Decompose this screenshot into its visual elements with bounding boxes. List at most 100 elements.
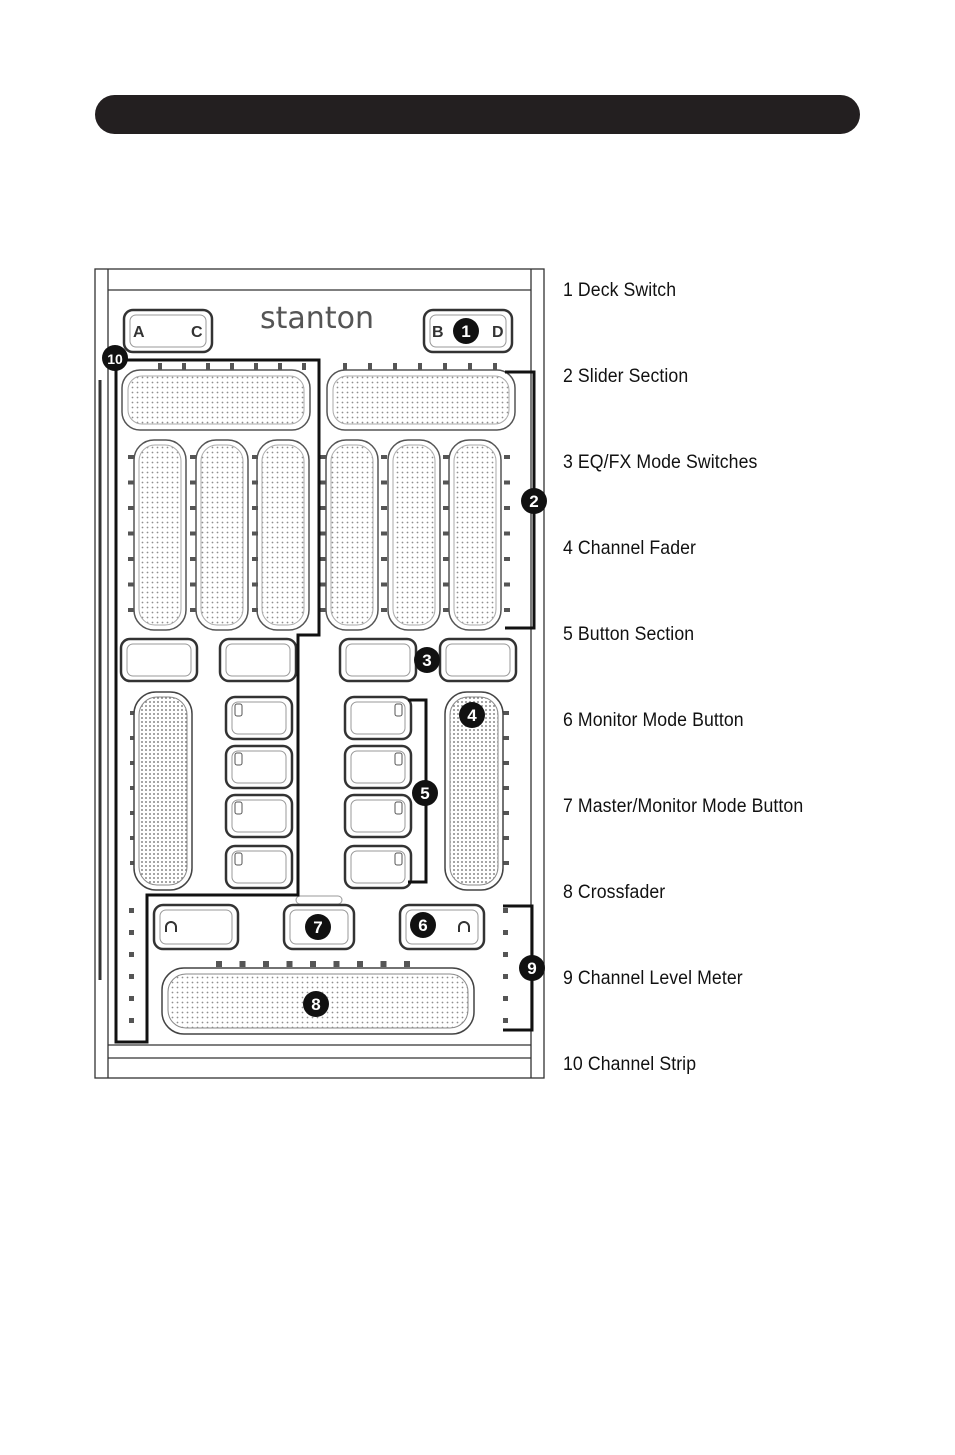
eq-slider-right-1[interactable] xyxy=(326,440,378,630)
led-tick xyxy=(252,506,258,510)
eq-sliders-right[interactable] xyxy=(326,440,501,630)
led-tick xyxy=(216,961,222,967)
svg-text:6: 6 xyxy=(418,916,427,935)
led-tick xyxy=(504,481,510,485)
led-tick xyxy=(504,506,510,510)
eq-slider-right-2[interactable] xyxy=(388,440,440,630)
monitor-button-left[interactable] xyxy=(154,905,238,949)
svg-text:9: 9 xyxy=(527,959,536,978)
eq-slider-left-1[interactable] xyxy=(134,440,186,630)
callout-9: 9 xyxy=(519,955,545,981)
led-tick xyxy=(381,506,387,510)
legend-item-channel-fader: 4 Channel Fader xyxy=(563,538,696,560)
led-tick xyxy=(381,455,387,459)
led-tick xyxy=(128,557,134,561)
deck-label-d: D xyxy=(492,324,504,341)
led-tick xyxy=(381,557,387,561)
led-tick xyxy=(128,455,134,459)
callout-1: 1 xyxy=(453,318,479,344)
meter-led xyxy=(129,974,134,979)
deck-label-c: C xyxy=(191,324,203,341)
led-tick xyxy=(381,481,387,485)
top-slider-right[interactable] xyxy=(327,370,515,430)
meter-led xyxy=(129,996,134,1001)
pad-button-right-2[interactable] xyxy=(345,746,411,788)
callout-4: 4 xyxy=(459,702,485,728)
callout-7: 7 xyxy=(305,914,331,940)
deck-label-b: B xyxy=(432,324,444,341)
led-tick xyxy=(504,583,510,587)
led-tick xyxy=(320,532,326,536)
led-tick xyxy=(443,506,449,510)
led-tick xyxy=(190,608,196,612)
led-tick xyxy=(503,861,509,865)
led-tick xyxy=(287,961,293,967)
mode-switches[interactable] xyxy=(121,639,516,681)
pad-button-right-4[interactable] xyxy=(345,846,411,888)
eq-slider-left-3[interactable] xyxy=(257,440,309,630)
led-tick xyxy=(404,961,410,967)
eq-fx-switch-3[interactable] xyxy=(340,639,416,681)
led-tick xyxy=(252,532,258,536)
led-tick xyxy=(128,583,134,587)
led-tick xyxy=(381,608,387,612)
led-tick xyxy=(190,506,196,510)
led-tick xyxy=(503,761,509,765)
led-tick xyxy=(190,557,196,561)
meter-led xyxy=(503,1018,508,1023)
led-tick xyxy=(493,363,497,370)
led-tick xyxy=(190,455,196,459)
led-tick xyxy=(128,532,134,536)
pad-button-left-4[interactable] xyxy=(226,846,292,888)
pad-button-left-1[interactable] xyxy=(226,697,292,739)
pad-button-right-1[interactable] xyxy=(345,697,411,739)
led-tick xyxy=(443,532,449,536)
pad-button-left-3[interactable] xyxy=(226,795,292,837)
led-tick xyxy=(302,363,306,370)
led-tick xyxy=(443,481,449,485)
eq-sliders-left[interactable] xyxy=(134,440,309,630)
eq-fx-switch-2[interactable] xyxy=(220,639,296,681)
led-tick xyxy=(320,583,326,587)
meter-led xyxy=(503,930,508,935)
led-tick xyxy=(334,961,340,967)
led-tick xyxy=(128,608,134,612)
led-tick xyxy=(368,363,372,370)
pad-button-left-2[interactable] xyxy=(226,746,292,788)
top-slider-left[interactable] xyxy=(122,370,310,430)
led-tick xyxy=(190,532,196,536)
led-tick xyxy=(503,736,509,740)
led-tick xyxy=(320,557,326,561)
led-tick xyxy=(393,363,397,370)
led-tick xyxy=(418,363,422,370)
channel-fader-left[interactable] xyxy=(134,692,192,890)
eq-fx-switch-1[interactable] xyxy=(121,639,197,681)
deck-label-a: A xyxy=(133,324,145,341)
led-tick xyxy=(230,363,234,370)
led-tick xyxy=(381,583,387,587)
meter-led xyxy=(503,952,508,957)
led-tick xyxy=(443,608,449,612)
eq-slider-left-2[interactable] xyxy=(196,440,248,630)
led-tick xyxy=(128,506,134,510)
meter-led xyxy=(503,908,508,913)
led-tick xyxy=(443,455,449,459)
eq-slider-right-3[interactable] xyxy=(449,440,501,630)
led-tick xyxy=(443,557,449,561)
legend-item-channel-strip: 10 Channel Strip xyxy=(563,1054,696,1076)
led-tick xyxy=(503,786,509,790)
led-tick xyxy=(158,363,162,370)
eq-fx-switch-4[interactable] xyxy=(440,639,516,681)
deck-switch-left[interactable]: A C xyxy=(124,310,212,352)
led-tick xyxy=(263,961,269,967)
led-tick xyxy=(206,363,210,370)
legend-item-button-section: 5 Button Section xyxy=(563,624,694,646)
meter-led xyxy=(503,996,508,1001)
legend-item-channel-level-meter: 9 Channel Level Meter xyxy=(563,968,743,990)
button-section[interactable] xyxy=(226,697,411,888)
callout-6: 6 xyxy=(410,912,436,938)
led-tick xyxy=(503,836,509,840)
pad-button-right-3[interactable] xyxy=(345,795,411,837)
legend-item-eq-fx-mode-switches: 3 EQ/FX Mode Switches xyxy=(563,452,757,474)
svg-text:5: 5 xyxy=(420,784,429,803)
